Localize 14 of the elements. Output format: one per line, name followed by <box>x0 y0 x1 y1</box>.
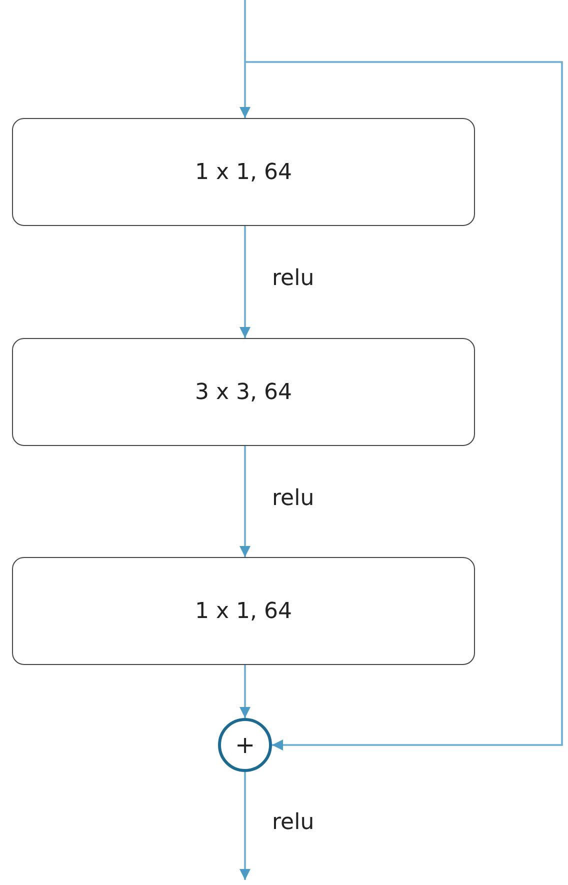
layer-label: 1 x 1, 64 <box>195 598 292 624</box>
arrow <box>240 0 250 118</box>
plus-sign: + <box>234 733 256 757</box>
sum-circle <box>218 718 272 772</box>
arrow <box>240 446 250 557</box>
layer-box <box>12 557 475 665</box>
arrow <box>240 772 250 880</box>
layer-box <box>12 118 475 226</box>
layer-label: 3 x 3, 64 <box>195 380 292 404</box>
arrow <box>240 665 250 718</box>
layer-box <box>12 338 475 446</box>
layer-label: 1 x 1, 64 <box>195 160 292 184</box>
arrow <box>240 226 250 338</box>
skip-connection-arrow <box>245 61 563 750</box>
